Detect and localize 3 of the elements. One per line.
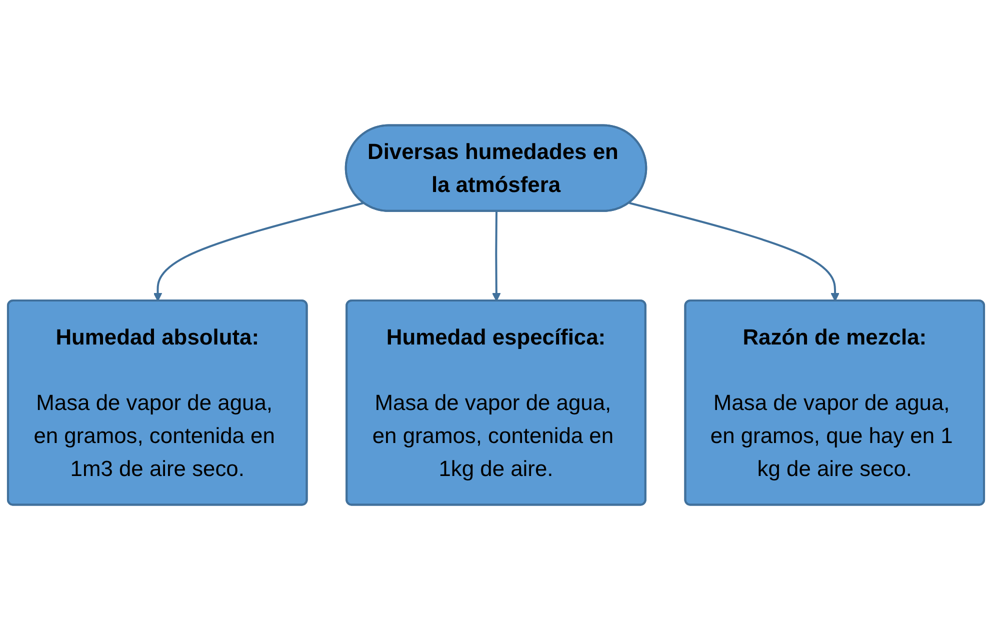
arrow <box>492 211 501 302</box>
arrow <box>153 202 364 302</box>
arrow <box>629 202 840 302</box>
